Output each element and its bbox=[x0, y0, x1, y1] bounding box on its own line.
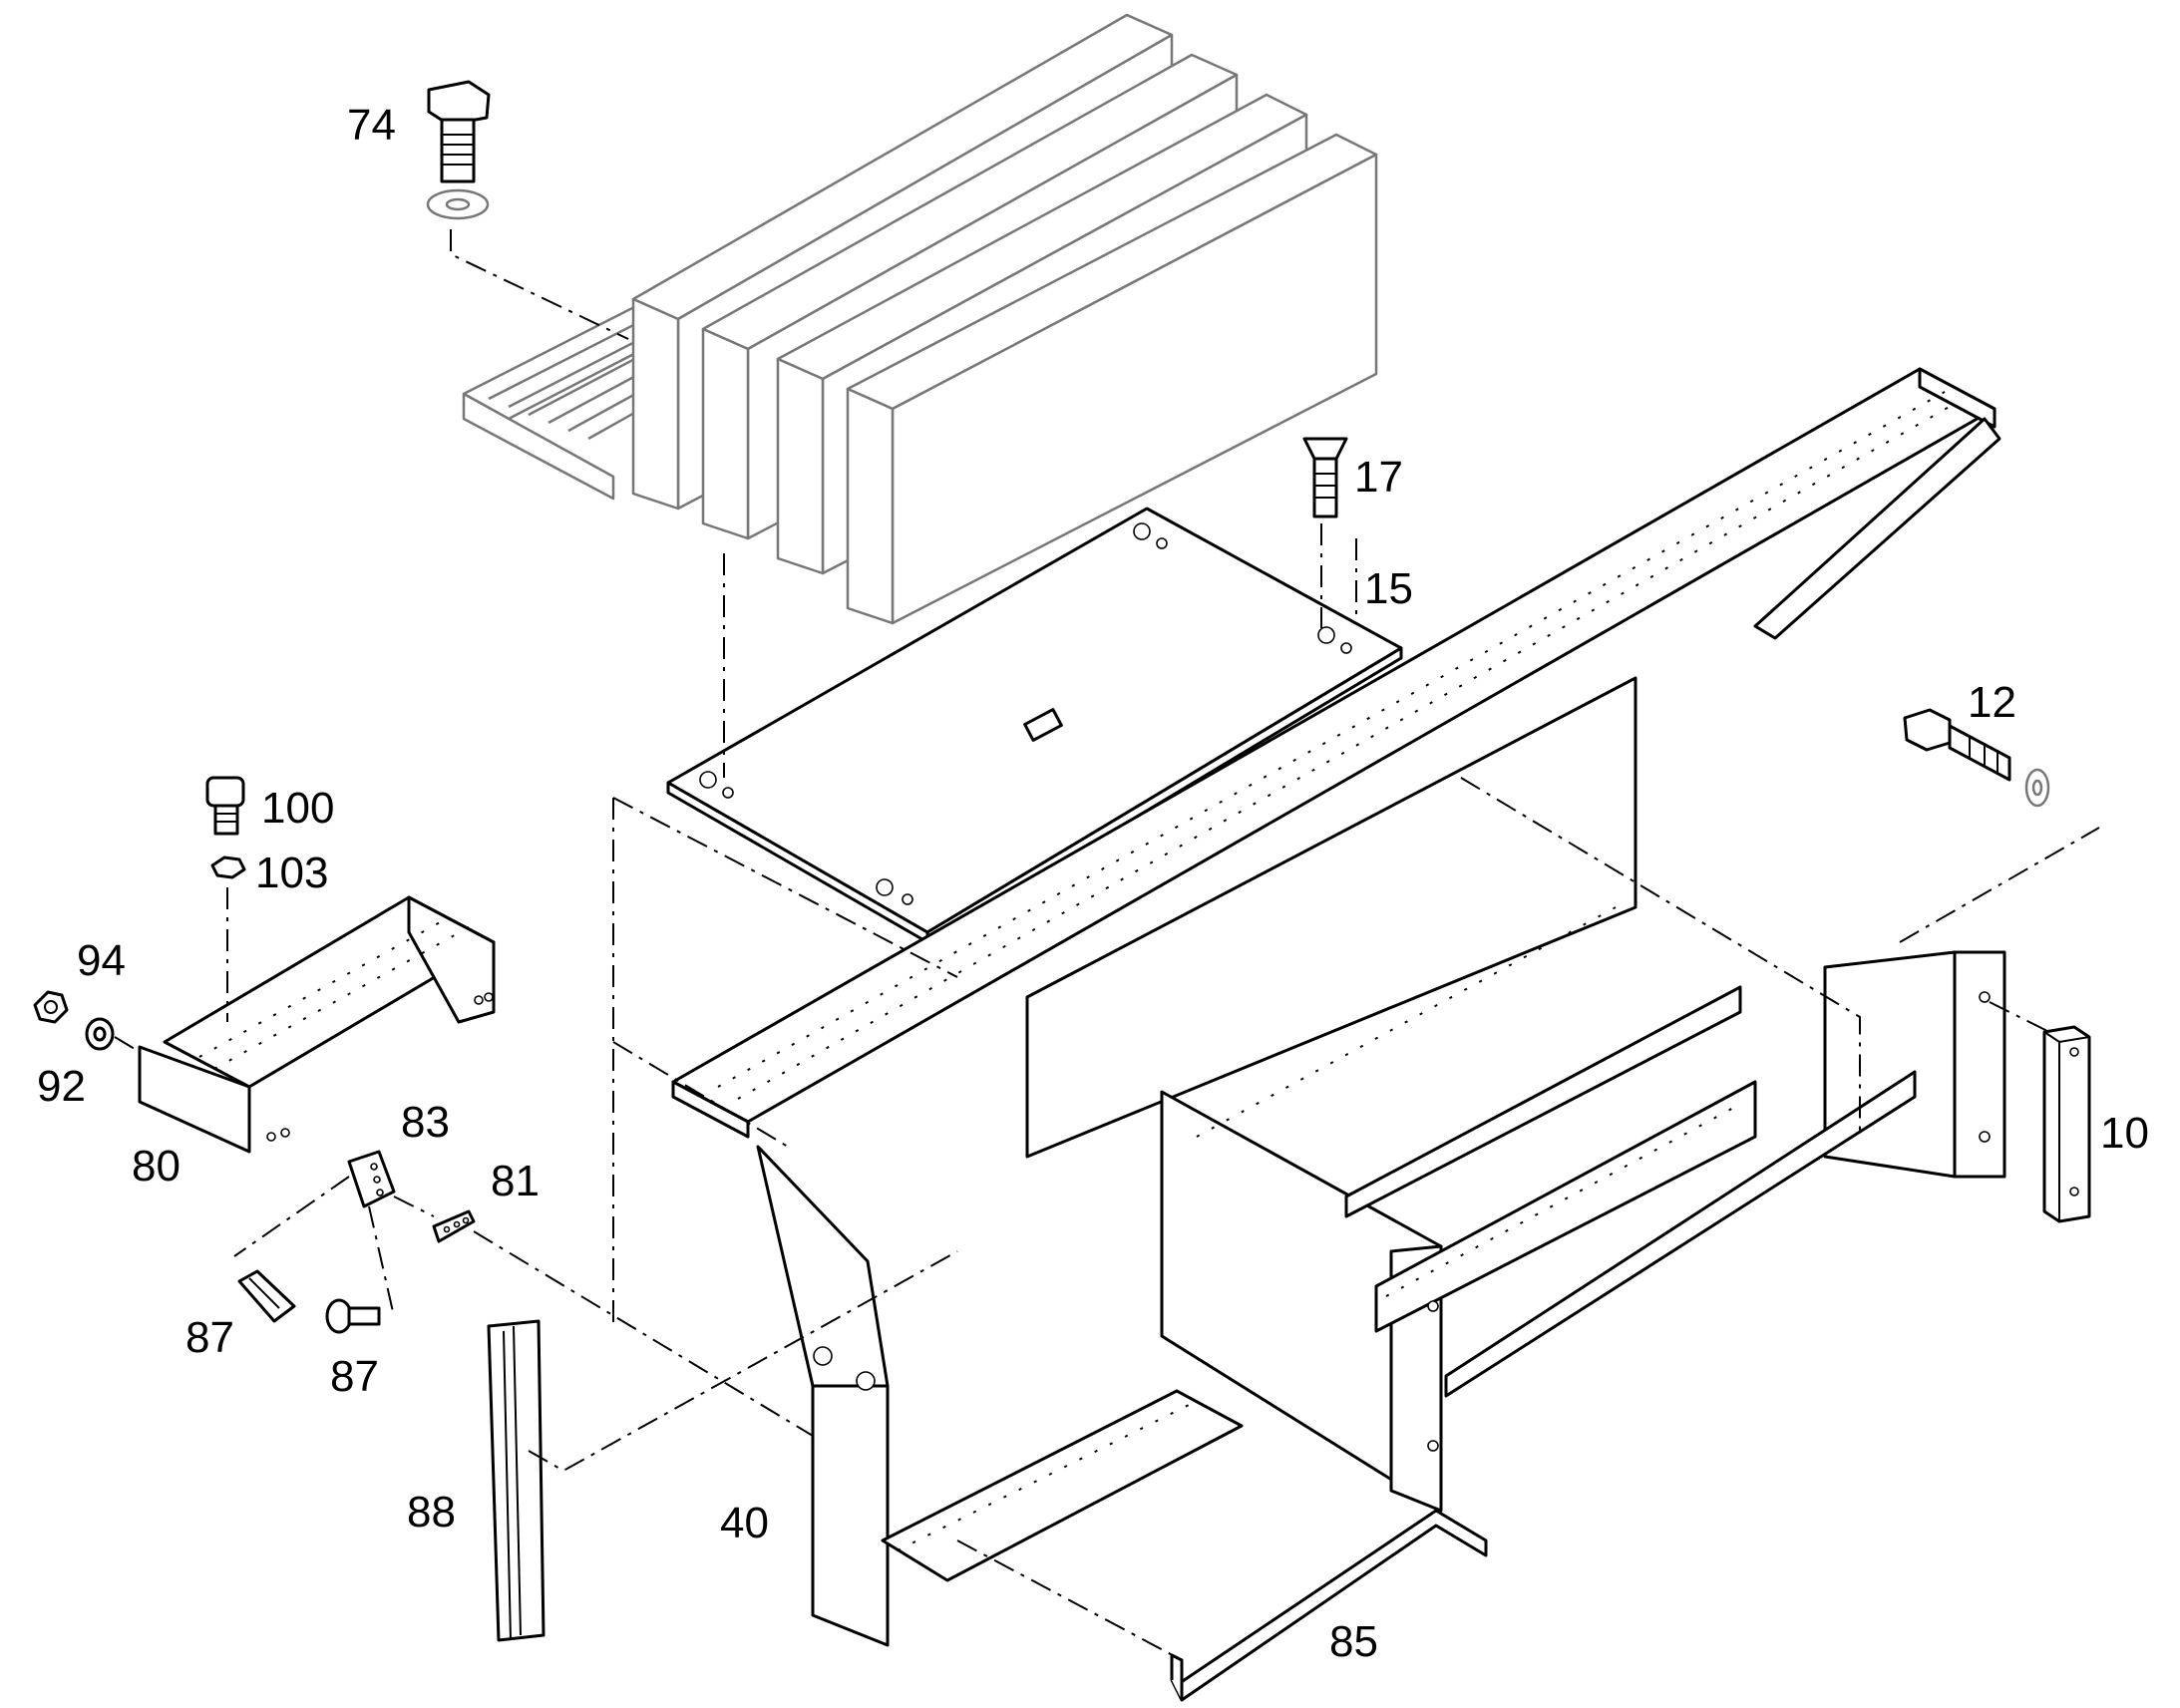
screw-87-icon bbox=[325, 1298, 381, 1334]
small-step-80 bbox=[138, 895, 496, 1154]
main-frame-40 bbox=[671, 367, 2006, 1647]
part-label-83: 83 bbox=[401, 1098, 450, 1147]
bracket-85-icon bbox=[1170, 1509, 1488, 1702]
part-label-88: 88 bbox=[407, 1488, 456, 1537]
nut-103-icon bbox=[210, 855, 246, 879]
bolt-74-icon bbox=[426, 80, 491, 220]
part-label-87-left: 87 bbox=[185, 1313, 234, 1362]
bolt-100-icon bbox=[205, 776, 245, 836]
nut-94-icon bbox=[33, 990, 69, 1024]
part-label-74: 74 bbox=[347, 101, 396, 150]
part-label-103: 103 bbox=[255, 849, 329, 897]
part-label-87-right: 87 bbox=[330, 1352, 379, 1401]
part-label-100: 100 bbox=[261, 784, 335, 833]
screw-87-icon bbox=[237, 1269, 296, 1323]
part-label-40: 40 bbox=[720, 1499, 769, 1547]
part-label-81: 81 bbox=[491, 1157, 540, 1205]
part-label-12: 12 bbox=[1968, 678, 2016, 727]
part-label-85: 85 bbox=[1329, 1617, 1378, 1666]
part-label-10: 10 bbox=[2100, 1109, 2149, 1158]
counterweight-slab bbox=[846, 133, 1378, 625]
part-label-92: 92 bbox=[37, 1062, 86, 1111]
part-label-80: 80 bbox=[132, 1142, 181, 1191]
plate-81-icon bbox=[432, 1209, 476, 1243]
part-label-15: 15 bbox=[1364, 564, 1413, 613]
channel-88-icon bbox=[487, 1319, 545, 1642]
hinge-83-icon bbox=[347, 1150, 396, 1208]
bar-10-icon bbox=[2042, 1025, 2091, 1223]
counterweight-stack bbox=[462, 13, 1378, 625]
bolt-12-icon bbox=[1903, 708, 2050, 808]
washer-92-icon bbox=[85, 1017, 115, 1051]
part-label-17: 17 bbox=[1354, 453, 1403, 502]
perforation-pattern bbox=[717, 391, 1961, 1551]
part-label-94: 94 bbox=[77, 936, 126, 985]
screw-17-icon bbox=[1302, 437, 1348, 518]
